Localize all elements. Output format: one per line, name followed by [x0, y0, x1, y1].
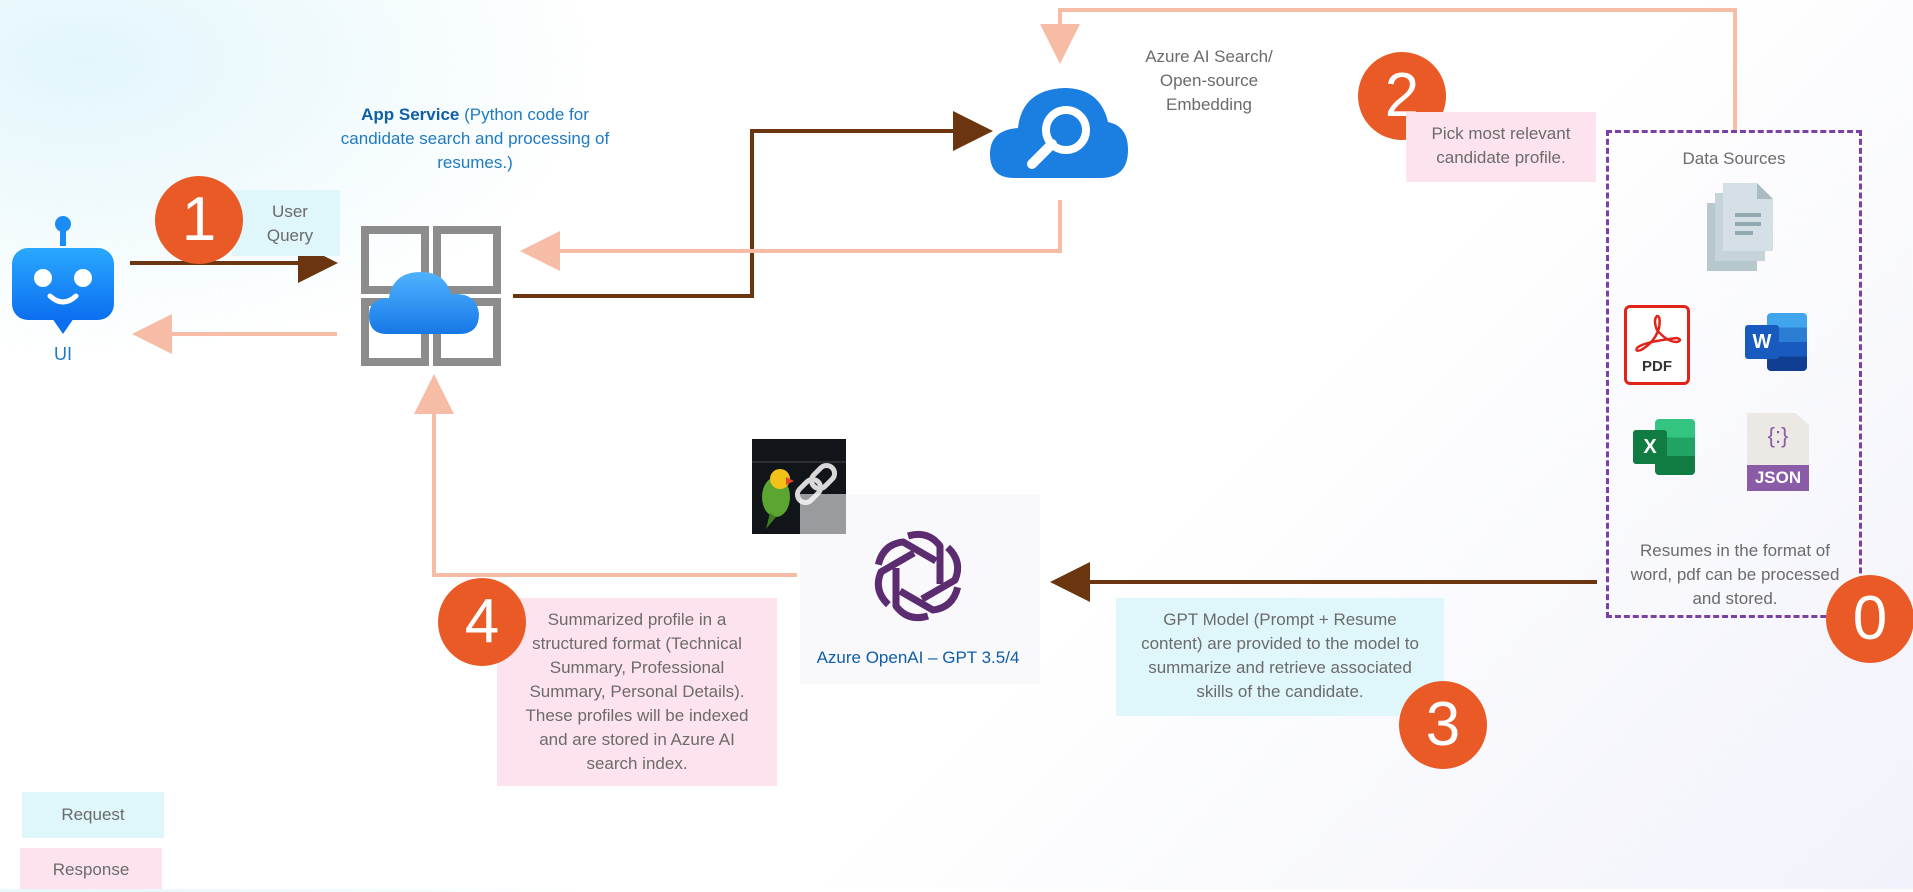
legend-request: Request — [22, 792, 164, 838]
pdf-label: PDF — [1642, 358, 1672, 375]
step-0-badge: 0 — [1826, 575, 1913, 663]
step-4-badge: 4 — [438, 578, 526, 666]
step-3-badge: 3 — [1399, 681, 1487, 769]
legend-response: Response — [20, 848, 162, 889]
app-service-caption: App Service (Python code for candidate s… — [340, 103, 610, 175]
json-glyph: {:} — [1767, 423, 1789, 448]
excel-icon: X — [1633, 419, 1697, 475]
data-sources-description: Resumes in the format of word, pdf can b… — [1630, 541, 1840, 608]
word-icon: W — [1745, 313, 1809, 371]
app-service-icon — [355, 222, 507, 372]
arrow-app-to-search — [513, 111, 993, 298]
step-2-label: Pick most relevant candidate profile. — [1431, 124, 1571, 167]
bot-icon — [12, 216, 114, 334]
json-icon: {:} JSON — [1747, 413, 1809, 493]
user-query-box: User Query — [232, 190, 340, 256]
ui-node: UI — [8, 212, 118, 372]
openai-label: Azure OpenAI – GPT 3.5/4 — [816, 648, 1020, 667]
app-service-title: App Service — [361, 105, 460, 124]
openai-icon — [866, 524, 970, 628]
arrow-openai-to-app — [414, 374, 797, 577]
json-label: JSON — [1747, 465, 1809, 491]
step-3-box: GPT Model (Prompt + Resume content) are … — [1116, 598, 1444, 716]
arrow-data-to-search — [1040, 8, 1737, 130]
step-3-label: GPT Model (Prompt + Resume content) are … — [1141, 610, 1419, 701]
step-2-box: Pick most relevant candidate profile. — [1406, 112, 1596, 182]
search-label: Azure AI Search/ Open-source Embedding — [1145, 47, 1273, 114]
step-1-badge: 1 — [155, 176, 243, 264]
search-icon — [988, 82, 1130, 182]
arrow-search-to-app — [520, 200, 1062, 271]
documents-icon — [1707, 183, 1773, 271]
data-sources-title: Data Sources — [1682, 149, 1786, 168]
ui-label: UI — [54, 344, 72, 364]
word-letter: W — [1745, 325, 1779, 359]
data-sources-panel: Data Sources PDF W X {:} JSON Resumes in… — [1606, 130, 1862, 618]
pdf-icon: PDF — [1624, 305, 1690, 385]
excel-letter: X — [1633, 430, 1667, 464]
app-service-description: (Python code for candidate search and pr… — [340, 105, 610, 172]
step-4-box: Summarized profile in a structured forma… — [497, 598, 777, 786]
user-query-label: User Query — [266, 202, 314, 245]
openai-panel — [800, 494, 1040, 684]
step-4-label: Summarized profile in a structured forma… — [525, 610, 749, 773]
